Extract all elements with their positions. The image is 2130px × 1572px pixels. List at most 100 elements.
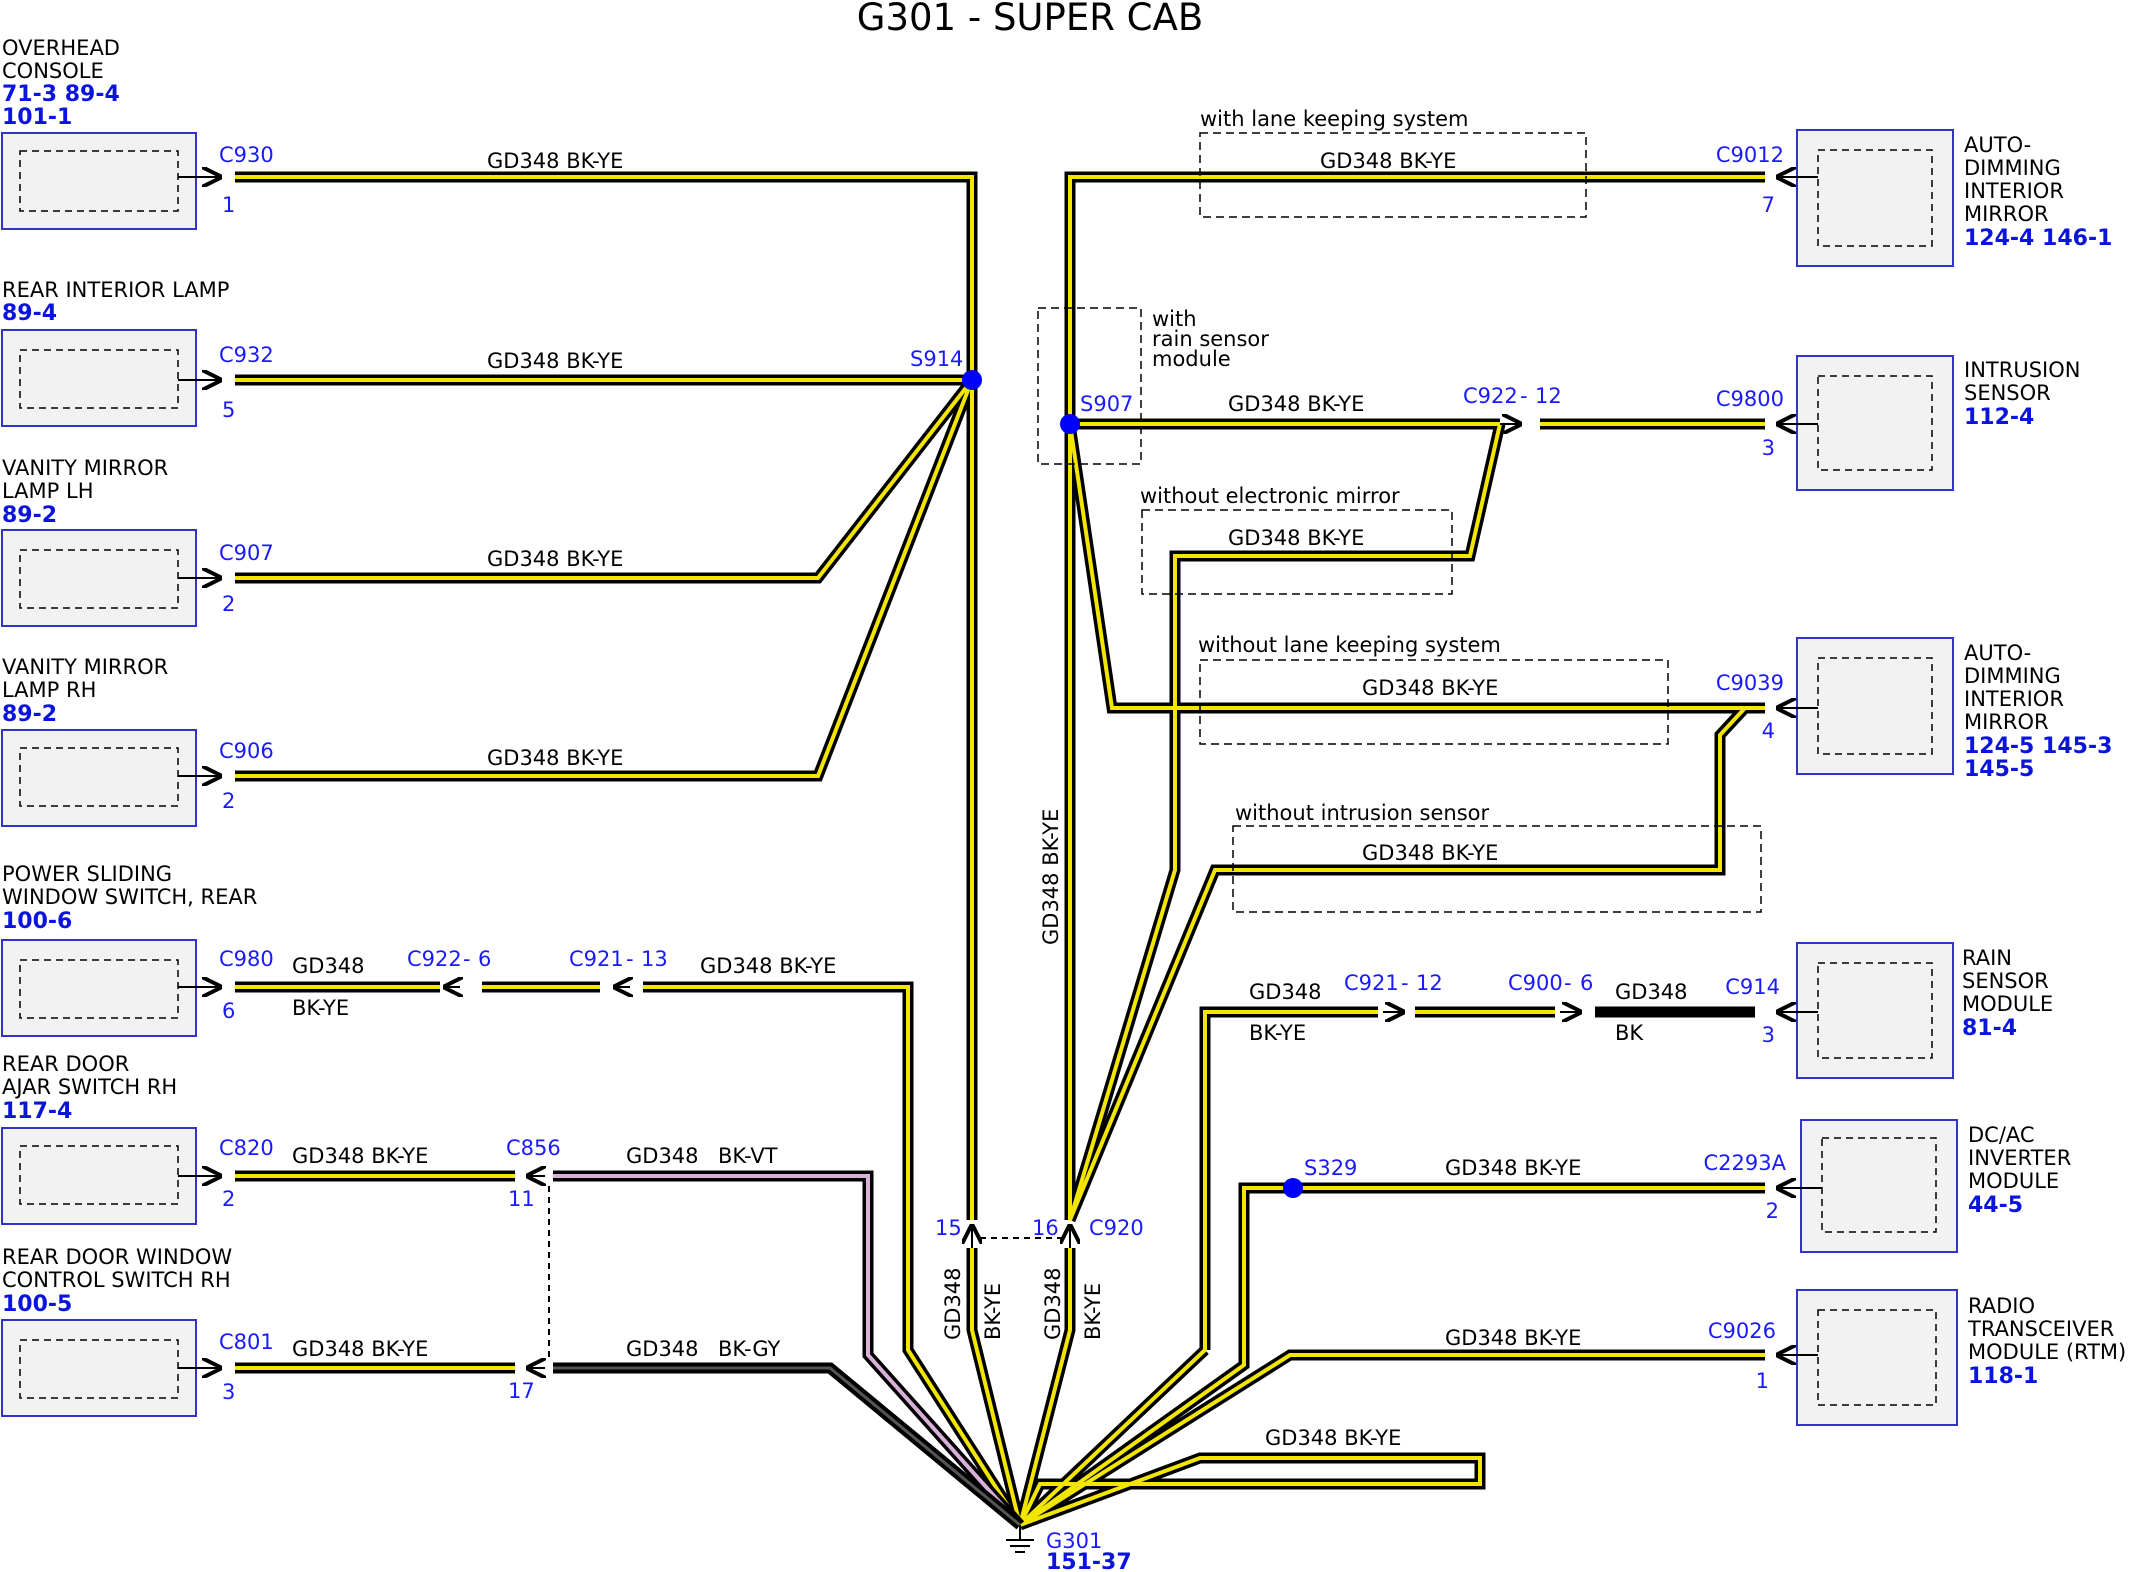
svg-text:GD348: GD348 <box>1041 1267 1065 1340</box>
component-box <box>1 1127 197 1225</box>
svg-text:rain sensor: rain sensor <box>1152 327 1269 351</box>
svg-text:3: 3 <box>1762 436 1775 460</box>
svg-text:INTERIOR: INTERIOR <box>1964 179 2064 203</box>
option-boxes <box>1037 132 1762 913</box>
svg-text:BK-GY: BK-GY <box>718 1337 781 1361</box>
svg-text:16: 16 <box>1032 1216 1059 1240</box>
svg-text:with: with <box>1152 307 1197 331</box>
page-ref: 100-5 <box>2 1292 72 1317</box>
component-box <box>1800 1119 1958 1253</box>
svg-text:C922: C922 <box>1463 384 1518 408</box>
svg-text:C920: C920 <box>1089 1216 1144 1240</box>
page-ref: 89-2 <box>2 702 57 727</box>
svg-text:C9026: C9026 <box>1708 1319 1776 1343</box>
diagram-title: G301 - SUPER CAB <box>857 0 1203 39</box>
component-box <box>1796 129 1954 267</box>
svg-text:GD348 BK-YE: GD348 BK-YE <box>700 954 836 978</box>
svg-text:module: module <box>1152 347 1231 371</box>
svg-text:124-5 145-3: 124-5 145-3 <box>1964 734 2112 759</box>
svg-text:118-1: 118-1 <box>1968 1364 2038 1389</box>
svg-text:SENSOR: SENSOR <box>1964 381 2051 405</box>
page-ref: 100-6 <box>2 909 72 934</box>
pin-number: 6 <box>222 999 235 1023</box>
right-labels: AUTO- DIMMING INTERIOR MIRROR 124-4 146-… <box>1704 133 2127 1393</box>
svg-text:44-5: 44-5 <box>1968 1193 2023 1218</box>
svg-text:12: 12 <box>1535 384 1562 408</box>
component-name: AJAR SWITCH RH <box>2 1075 177 1099</box>
svg-text:without intrusion sensor: without intrusion sensor <box>1235 801 1490 825</box>
svg-text:TRANSCEIVER: TRANSCEIVER <box>1967 1317 2114 1341</box>
svg-text:1: 1 <box>1756 1369 1769 1393</box>
splice-dot <box>962 370 982 390</box>
svg-text:C9039: C9039 <box>1716 671 1784 695</box>
svg-text:C914: C914 <box>1725 975 1780 999</box>
svg-text:C921: C921 <box>569 947 624 971</box>
svg-text:DC/AC: DC/AC <box>1968 1123 2035 1147</box>
svg-text:MIRROR: MIRROR <box>1964 710 2049 734</box>
svg-text:GD348 BK-YE: GD348 BK-YE <box>487 149 623 173</box>
pin-number: 3 <box>222 1380 235 1404</box>
component-name: LAMP RH <box>2 678 96 702</box>
svg-text:BK-YE: BK-YE <box>981 1283 1005 1340</box>
svg-text:112-4: 112-4 <box>1964 405 2034 430</box>
svg-text:AUTO-: AUTO- <box>1964 133 2031 157</box>
svg-text:-: - <box>626 947 634 971</box>
splice-label: S914 <box>910 347 963 371</box>
svg-text:GD348 BK-YE: GD348 BK-YE <box>1445 1156 1581 1180</box>
svg-text:GD348: GD348 <box>1615 980 1688 1004</box>
left-components <box>1 132 220 1417</box>
pin-number: 2 <box>222 1187 235 1211</box>
component-box <box>1 939 197 1037</box>
svg-text:13: 13 <box>641 947 668 971</box>
component-name: POWER SLIDING <box>2 862 172 886</box>
svg-text:GD348 BK-YE: GD348 BK-YE <box>1320 149 1456 173</box>
svg-text:MODULE: MODULE <box>1962 992 2053 1016</box>
svg-text:17: 17 <box>508 1379 535 1403</box>
svg-text:-: - <box>1401 971 1409 995</box>
svg-text:124-4 146-1: 124-4 146-1 <box>1964 226 2112 251</box>
svg-text:-: - <box>463 947 471 971</box>
svg-text:-: - <box>1564 971 1572 995</box>
svg-text:MODULE (RTM): MODULE (RTM) <box>1968 1340 2126 1364</box>
svg-text:BK-YE: BK-YE <box>292 996 349 1020</box>
pin-number: 5 <box>222 398 235 422</box>
connector-id: C801 <box>219 1330 274 1354</box>
svg-text:BK: BK <box>1615 1021 1644 1045</box>
component-box <box>1 729 197 827</box>
svg-text:C9012: C9012 <box>1716 143 1784 167</box>
svg-text:C2293A: C2293A <box>1704 1151 1787 1175</box>
connector-id: C980 <box>219 947 274 971</box>
component-name: VANITY MIRROR <box>2 456 168 480</box>
svg-text:6: 6 <box>478 947 491 971</box>
svg-text:81-4: 81-4 <box>1962 1016 2017 1041</box>
ground-ref: 151-37 <box>1046 1550 1132 1572</box>
right-components <box>1778 129 1958 1426</box>
svg-text:C922: C922 <box>407 947 462 971</box>
splice-label: S907 <box>1080 392 1133 416</box>
component-name: LAMP LH <box>2 479 94 503</box>
svg-text:with lane keeping system: with lane keeping system <box>1200 107 1469 131</box>
svg-text:INTERIOR: INTERIOR <box>1964 687 2064 711</box>
svg-text:MODULE: MODULE <box>1968 1169 2059 1193</box>
svg-text:C856: C856 <box>506 1136 561 1160</box>
component-box <box>1796 942 1954 1079</box>
page-ref: 117-4 <box>2 1099 72 1124</box>
svg-text:RADIO: RADIO <box>1968 1294 2035 1318</box>
splice-label: S329 <box>1304 1156 1357 1180</box>
svg-text:GD348: GD348 <box>941 1267 965 1340</box>
splice-dot <box>1060 414 1080 434</box>
connector-id: C932 <box>219 343 274 367</box>
connector-id: C820 <box>219 1136 274 1160</box>
splice-dot <box>1283 1178 1303 1198</box>
svg-text:12: 12 <box>1416 971 1443 995</box>
component-name: VANITY MIRROR <box>2 655 168 679</box>
svg-text:GD348: GD348 <box>626 1144 699 1168</box>
svg-text:15: 15 <box>935 1216 962 1240</box>
ground-label: G301 <box>1046 1529 1102 1553</box>
component-box <box>1 1319 197 1417</box>
svg-text:GD348: GD348 <box>292 954 365 978</box>
svg-text:GD348: GD348 <box>1249 980 1322 1004</box>
svg-text:GD348 BK-YE: GD348 BK-YE <box>487 547 623 571</box>
component-name: WINDOW SWITCH, REAR <box>2 885 257 909</box>
